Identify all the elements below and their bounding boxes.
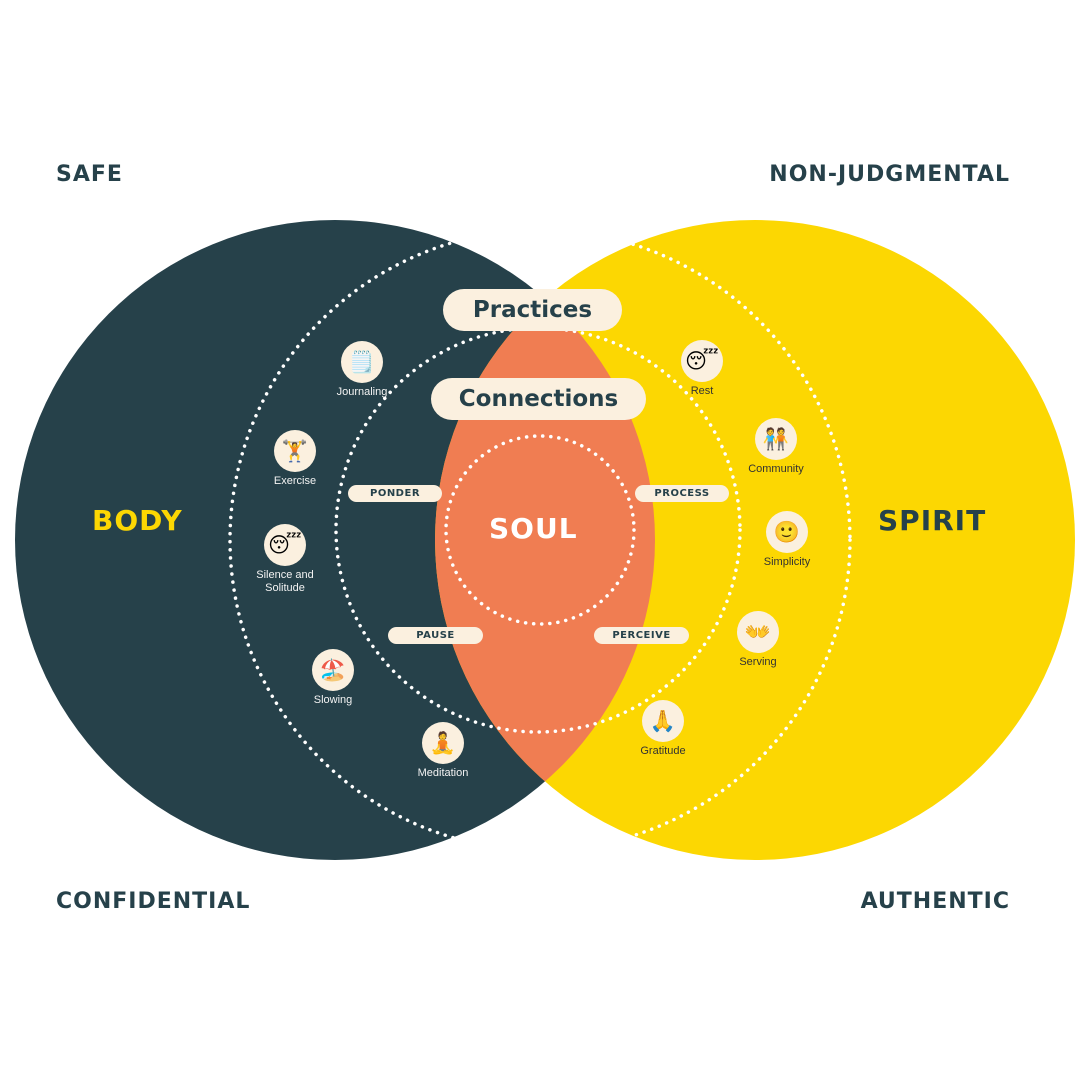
corner-label-non-judgmental: NON-JUDGMENTAL bbox=[769, 162, 1010, 187]
practices-ring bbox=[228, 228, 852, 852]
connections-pill: Connections bbox=[431, 378, 646, 420]
practice-label: Meditation bbox=[417, 767, 469, 779]
connection-process: PROCESS bbox=[635, 485, 729, 502]
practice-meditation: 🧘 Meditation bbox=[393, 722, 493, 780]
practice-slowing: 🏖️ Slowing bbox=[283, 649, 383, 707]
connection-ponder: PONDER bbox=[348, 485, 442, 502]
practice-exercise: 🏋️ Exercise bbox=[245, 430, 345, 488]
practice-label: Slowing bbox=[313, 694, 353, 706]
connection-perceive: PERCEIVE bbox=[594, 627, 689, 644]
practice-label: Serving bbox=[739, 656, 777, 668]
lotus-position-icon: 🧘 bbox=[422, 722, 464, 764]
corner-label-confidential: CONFIDENTIAL bbox=[56, 889, 251, 914]
practice-label: Gratitude bbox=[640, 745, 686, 757]
soul-ring bbox=[444, 434, 636, 626]
practice-serving: 👐 Serving bbox=[708, 611, 808, 669]
beach-umbrella-icon: 🏖️ bbox=[312, 649, 354, 691]
practice-journaling: 🗒️ Journaling bbox=[312, 341, 412, 399]
folded-hands-icon: 🙏 bbox=[642, 700, 684, 742]
practices-pill: Practices bbox=[443, 289, 622, 331]
open-hands-icon: 👐 bbox=[737, 611, 779, 653]
notepad-icon: 🗒️ bbox=[341, 341, 383, 383]
sleeping-face-icon: 😴 bbox=[264, 524, 306, 566]
practice-silence-and-solitude: 😴 Silence and Solitude bbox=[235, 524, 335, 595]
practice-label: Simplicity bbox=[763, 556, 811, 568]
body-label: BODY bbox=[92, 504, 183, 537]
connections-ring bbox=[334, 326, 742, 734]
practice-label: Silence and Solitude bbox=[256, 569, 314, 594]
corner-label-safe: SAFE bbox=[56, 162, 123, 187]
practice-label: Journaling bbox=[336, 386, 388, 398]
practice-gratitude: 🙏 Gratitude bbox=[613, 700, 713, 758]
corner-label-authentic: AUTHENTIC bbox=[860, 889, 1010, 914]
people-holding-hands-icon: 🧑‍🤝‍🧑 bbox=[755, 418, 797, 460]
practice-label: Community bbox=[748, 463, 804, 475]
practice-simplicity: 🙂 Simplicity bbox=[737, 511, 837, 569]
practice-label: Exercise bbox=[273, 475, 317, 487]
sleeping-face-icon: 😴 bbox=[681, 340, 723, 382]
practice-community: 🧑‍🤝‍🧑 Community bbox=[726, 418, 826, 476]
spirit-label: SPIRIT bbox=[878, 504, 987, 537]
weightlifter-icon: 🏋️ bbox=[274, 430, 316, 472]
smiling-face-icon: 🙂 bbox=[766, 511, 808, 553]
practice-label: Rest bbox=[690, 385, 714, 397]
connection-pause: PAUSE bbox=[388, 627, 483, 644]
practice-rest: 😴 Rest bbox=[652, 340, 752, 398]
soul-label: SOUL bbox=[489, 512, 578, 545]
